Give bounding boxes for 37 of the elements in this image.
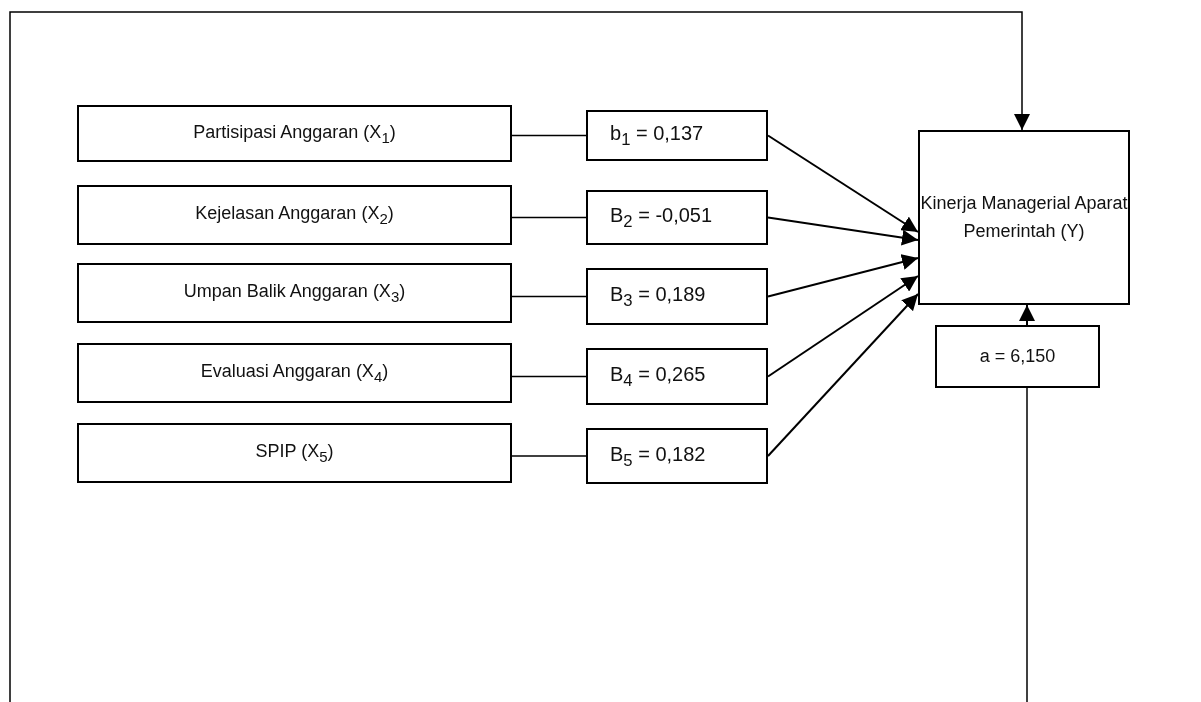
connector-line <box>511 134 587 137</box>
arrow <box>767 254 919 298</box>
connector-line <box>511 216 587 219</box>
connector-line <box>1026 387 1028 702</box>
node-text: B$_{5}$ = 0,182 <box>610 441 706 472</box>
variable-box <box>77 105 512 162</box>
coefficient-box <box>586 110 768 161</box>
node-text: Evaluasi Anggaran (X$_{4}$) <box>200 360 389 387</box>
connector-line <box>511 295 587 298</box>
variable-box <box>77 185 512 245</box>
variable-box <box>77 343 512 403</box>
arrow <box>1019 304 1035 326</box>
node-text: Partisipasi Anggaran (X$_{1}$) <box>193 120 396 148</box>
node-text: B$_{3}$ = 0,189 <box>610 282 706 313</box>
variable-box <box>77 423 512 483</box>
arrow <box>767 134 919 233</box>
constant-box <box>935 325 1100 388</box>
node-text: B$_{4}$ = 0,265 <box>610 362 706 393</box>
arrow <box>767 293 919 457</box>
node-text: Kejelasan Anggaran (X$_{2}$) <box>195 202 394 229</box>
connector-line <box>511 455 587 457</box>
coefficient-box <box>586 348 768 405</box>
coefficient-box <box>586 190 768 245</box>
coefficient-box <box>586 428 768 484</box>
arrow <box>767 275 919 378</box>
node-text: Umpan Balik Anggaran (X$_{3}$) <box>183 280 406 307</box>
node-text: b$_{1}$ = 0,137 <box>610 121 704 152</box>
node-text: Kinerja Managerial Aparat Pemerintah (Y) <box>920 191 1128 243</box>
arrow <box>767 216 919 246</box>
node-text: SPIP (X$_{5}$) <box>255 440 334 467</box>
variable-box <box>77 263 512 323</box>
coefficient-box <box>586 268 768 325</box>
arrow <box>9 11 1030 702</box>
node-text: B$_{2}$ = -0,051 <box>610 203 713 234</box>
connector-line <box>511 375 587 378</box>
node-text: a = 6,150 <box>979 344 1056 368</box>
outcome-box <box>918 130 1130 305</box>
